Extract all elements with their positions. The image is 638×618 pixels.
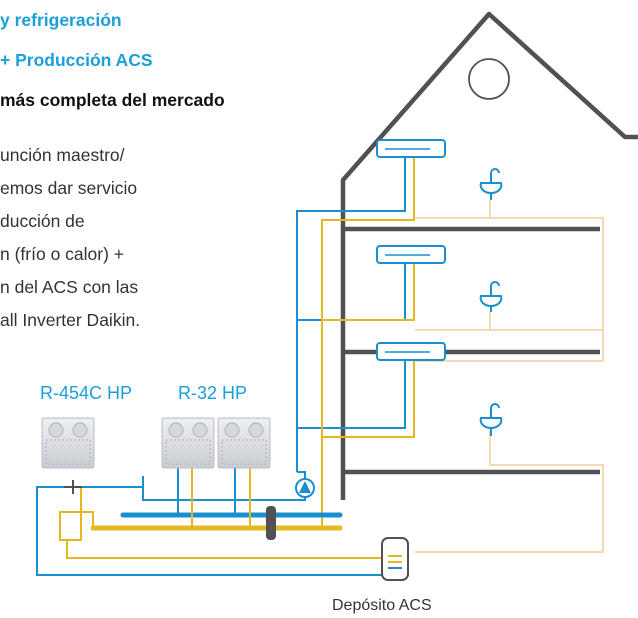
outdoor-unit-r32-1 (161, 417, 215, 469)
unit-risers (177, 465, 251, 528)
outdoor-unit-r454c (41, 417, 95, 469)
indoor-unit-floor-2 (376, 245, 446, 264)
dhw-tank (381, 537, 409, 581)
water-lines (415, 200, 604, 553)
label-deposito-acs: Depósito ACS (332, 597, 432, 614)
indoor-unit-floor-1 (376, 139, 446, 158)
valve-icon (64, 480, 82, 494)
body-line-6: all Inverter Daikin. (0, 310, 141, 330)
label-r454c-hp: R-454C HP (40, 383, 133, 403)
sink-icon (479, 403, 503, 436)
outdoor-unit-r32-2 (217, 417, 271, 469)
title-line-1: y refrigeración (0, 10, 122, 30)
subtitle: más completa del mercado (0, 90, 225, 110)
body-line-2: emos dar servicio (0, 178, 138, 198)
body-line-1: unción maestro/ (0, 145, 125, 165)
indoor-unit-floor-3 (376, 342, 446, 361)
label-r32-hp: R-32 HP (178, 383, 248, 403)
body-line-3: ducción de (0, 211, 85, 231)
attic-window (468, 58, 510, 100)
body-line-5: n del ACS con las (0, 277, 139, 297)
body-line-4: n (frío o calor) + (0, 244, 125, 264)
sink-icon (479, 168, 503, 200)
sink-icon (479, 281, 503, 312)
pump-icon (295, 472, 315, 498)
gas-lines (59, 157, 415, 559)
title-line-2: + Producción ACS (0, 50, 153, 70)
hydraulic-separator (266, 506, 276, 540)
